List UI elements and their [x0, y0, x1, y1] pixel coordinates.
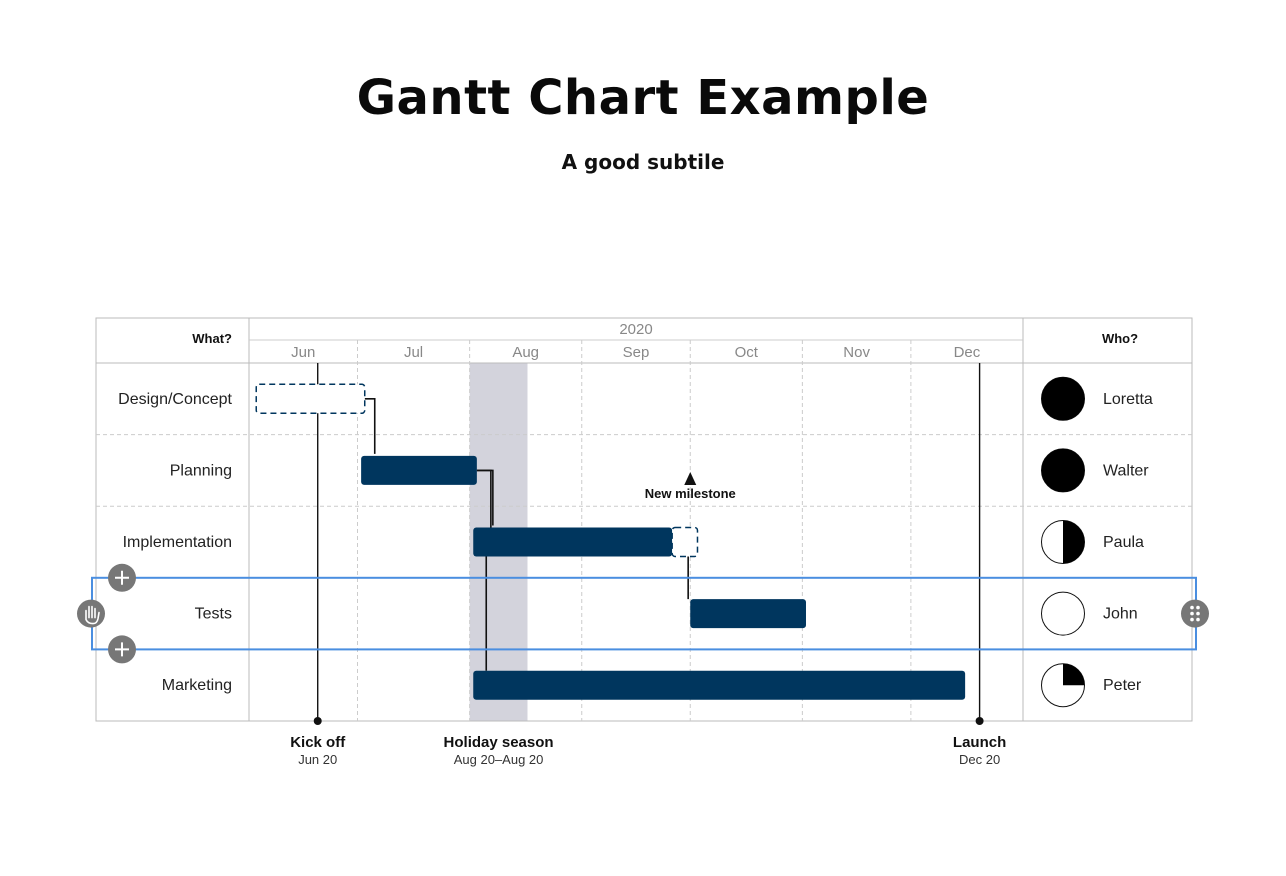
plus-icon — [115, 642, 129, 657]
task-bar[interactable] — [473, 670, 966, 700]
task-label: Planning — [170, 462, 232, 479]
milestone-label: Kick off — [290, 734, 346, 751]
milestone-date: Dec 20 — [959, 752, 1000, 767]
plus-icon — [115, 570, 129, 585]
milestone-marker — [975, 717, 984, 725]
milestone-label: Launch — [953, 734, 1006, 751]
hand-icon — [85, 605, 100, 625]
milestone-triangle-icon[interactable] — [684, 472, 697, 485]
month-tick-label: Jun — [291, 344, 315, 361]
insert-row-below-button[interactable] — [108, 635, 136, 664]
grip-dot — [1190, 617, 1194, 622]
progress-pie-fill — [1041, 448, 1085, 492]
month-tick-label: Sep — [623, 344, 650, 361]
owner-name: Walter — [1103, 462, 1149, 479]
row-drag-handle-right[interactable] — [1181, 599, 1209, 628]
task-label: Tests — [195, 606, 232, 623]
grip-dot — [1190, 611, 1194, 616]
owner-name: Paula — [1103, 534, 1144, 551]
row-selection-box — [91, 576, 1197, 651]
month-tick-label: Oct — [735, 344, 759, 361]
period-label: Holiday season — [444, 734, 554, 751]
grip-dot — [1190, 605, 1194, 610]
task-label: Marketing — [162, 677, 232, 694]
month-tick-label: Jul — [404, 344, 423, 361]
milestone-date: Jun 20 — [298, 752, 337, 767]
task-label: Implementation — [123, 534, 232, 551]
grip-dot — [1196, 617, 1200, 622]
row-drag-handle-left[interactable] — [77, 599, 105, 628]
progress-pie-fill — [1063, 663, 1085, 686]
progress-pie-fill — [1063, 520, 1085, 564]
task-label: Design/Concept — [118, 391, 232, 408]
chart-subtitle: A good subtile — [561, 150, 725, 174]
task-bar[interactable] — [690, 599, 806, 629]
month-tick-label: Dec — [954, 344, 981, 361]
insert-row-above-button[interactable] — [108, 563, 136, 592]
month-tick-label: Nov — [843, 344, 870, 361]
who-header: Who? — [1102, 331, 1138, 346]
chart-frame — [95, 317, 1193, 722]
year-label: 2020 — [619, 321, 652, 338]
progress-pie-fill — [1041, 377, 1085, 421]
grip-dot — [1196, 605, 1200, 610]
month-tick-label: Aug — [512, 344, 539, 361]
period-date: Aug 20–Aug 20 — [454, 752, 544, 767]
owner-name: John — [1103, 606, 1138, 623]
task-bar[interactable] — [473, 527, 673, 557]
task-bar-planned-extension[interactable] — [671, 526, 699, 558]
floating-milestone-label: New milestone — [645, 486, 736, 501]
dependency-connector — [364, 397, 376, 454]
task-bar-planned[interactable] — [255, 383, 366, 415]
what-header: What? — [192, 331, 232, 346]
progress-pie-background — [1041, 591, 1085, 636]
grip-dot — [1196, 611, 1200, 616]
task-bar[interactable] — [361, 455, 477, 485]
chart-title: Gantt Chart Example — [356, 70, 930, 126]
milestone-marker — [313, 717, 322, 725]
owner-name: Peter — [1103, 677, 1142, 694]
handle-circle — [1181, 599, 1209, 628]
owner-name: Loretta — [1103, 391, 1153, 408]
